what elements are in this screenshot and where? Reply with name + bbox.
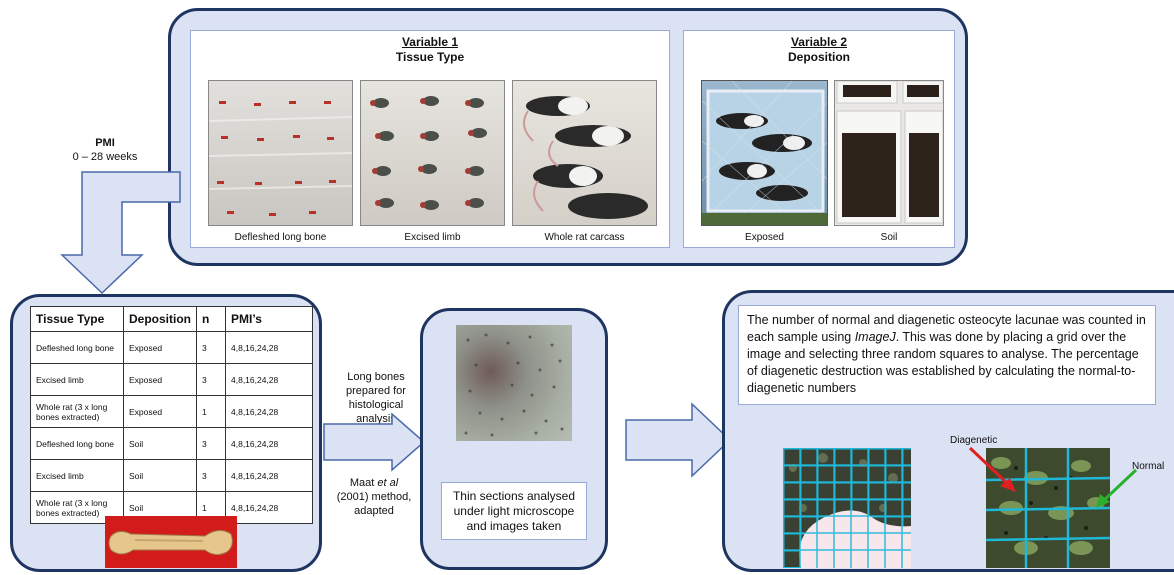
exposed-image <box>702 81 827 225</box>
cell: 4,8,16,24,28 <box>225 363 313 396</box>
micrograph-image <box>464 333 564 437</box>
normal-label: Normal <box>1132 461 1165 472</box>
analysis-imagej: ImageJ <box>854 330 896 344</box>
gridded-micrograph-2 <box>986 448 1110 568</box>
method-italic: et al <box>377 477 399 489</box>
sample-table: Tissue Type Deposition n PMI’s Defleshed… <box>30 306 313 524</box>
long-bone-image <box>108 530 233 556</box>
pmi-bent-arrow <box>60 171 181 295</box>
cell: 4,8,16,24,28 <box>225 427 313 460</box>
analysis-description: The number of normal and diagenetic oste… <box>738 305 1156 405</box>
variable2-title: Variable 2 Deposition <box>684 35 954 65</box>
whole-rat-caption: Whole rat carcass <box>544 232 625 243</box>
cell: 4,8,16,24,28 <box>225 395 313 428</box>
cell: 4,8,16,24,28 <box>225 459 313 492</box>
variable1-box: Variable 1 Tissue Type Defleshed long bo… <box>190 30 670 248</box>
pmi-title: PMI <box>95 137 115 149</box>
cell: Soil <box>123 459 197 492</box>
cell: Excised limb <box>30 363 124 396</box>
exposed-photo <box>701 80 828 226</box>
soil-image <box>836 81 943 224</box>
cell: Soil <box>123 427 197 460</box>
micrograph-photo <box>456 325 572 441</box>
analysis-text-2: . This was done by placing a grid over t… <box>747 330 1139 395</box>
long-bone-photo <box>105 516 237 568</box>
variable2-box: Variable 2 Deposition Exposed Soil <box>683 30 955 248</box>
whole-rat-photo <box>512 80 657 226</box>
exposed-caption: Exposed <box>745 232 784 243</box>
cell: 1 <box>196 395 226 428</box>
gridded-micrograph-2-image <box>986 448 1110 568</box>
table-header-row: Tissue Type Deposition n PMI’s <box>30 306 313 332</box>
excised-limb-photo <box>360 80 505 226</box>
excised-limb-caption: Excised limb <box>404 232 461 243</box>
gridded-micrograph-1 <box>783 448 911 568</box>
microscope-caption: Thin sections analysed under light micro… <box>441 482 587 540</box>
cell: Exposed <box>123 363 197 396</box>
cell: Defleshed long bone <box>30 427 124 460</box>
cell: Exposed <box>123 331 197 364</box>
variable1-subheading: Tissue Type <box>395 50 465 64</box>
pmi-range: 0 – 28 weeks <box>72 151 138 163</box>
whole-rat-image <box>523 96 648 219</box>
cell: Defleshed long bone <box>30 331 124 364</box>
defleshed-bone-caption: Defleshed long bone <box>234 232 327 243</box>
cell: Excised limb <box>30 459 124 492</box>
analysis-text-1: The number of normal and diagenetic oste… <box>747 313 1146 344</box>
method-pre: Maat <box>349 477 378 489</box>
excised-limb-image <box>370 96 487 210</box>
variable2-subheading: Deposition <box>788 50 850 64</box>
col-n: n <box>196 306 226 332</box>
soil-caption: Soil <box>880 232 898 243</box>
variable2-heading: Variable 2 <box>790 35 848 49</box>
analysis-arrow <box>625 402 732 478</box>
cell: 4,8,16,24,28 <box>225 491 313 524</box>
gridded-micrograph-1-image <box>783 448 911 568</box>
diagenetic-label: Diagenetic <box>950 435 998 446</box>
cell: Exposed <box>123 395 197 428</box>
normal-arrow <box>1096 468 1138 508</box>
cell: 3 <box>196 459 226 492</box>
variable1-heading: Variable 1 <box>401 35 459 49</box>
prep-text: Long bones prepared for histological ana… <box>346 371 406 425</box>
method-text: Maat et al (2001) method, adapted <box>334 476 414 518</box>
diagenetic-arrow <box>968 446 1016 492</box>
prep-arrow <box>323 412 426 472</box>
defleshed-bone-photo <box>208 80 353 226</box>
defleshed-bone-image <box>209 101 352 216</box>
col-tissue-type: Tissue Type <box>30 306 124 332</box>
cell: 3 <box>196 363 226 396</box>
cell: Whole rat (3 x long bones extracted) <box>30 395 124 428</box>
method-post: (2001) method, adapted <box>336 491 412 517</box>
col-deposition: Deposition <box>123 306 197 332</box>
cell: 3 <box>196 427 226 460</box>
variable1-title: Variable 1 Tissue Type <box>191 35 669 65</box>
cell: 3 <box>196 331 226 364</box>
cell: 4,8,16,24,28 <box>225 331 313 364</box>
soil-photo <box>834 80 944 226</box>
table-row: Whole rat (3 x long bones extracted)Expo… <box>30 395 313 428</box>
col-pmis: PMI’s <box>225 306 313 332</box>
pmi-label: PMI 0 – 28 weeks <box>60 136 150 164</box>
